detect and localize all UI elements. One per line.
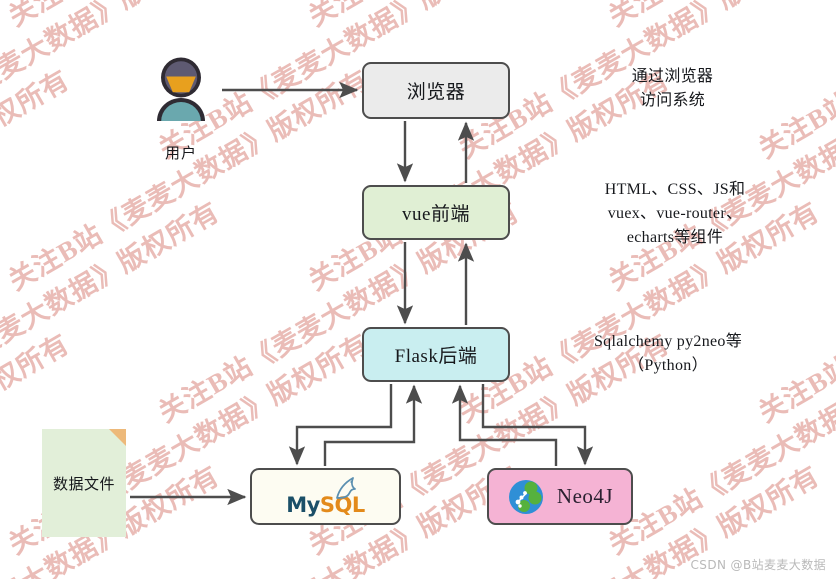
- node-mysql[interactable]: MySQL: [250, 468, 401, 525]
- node-vue-label: vue前端: [402, 204, 470, 225]
- csdn-watermark: CSDN @B站麦麦大数据: [690, 558, 826, 572]
- watermark-text: 关注B站《麦麦大数据》版权所有: [0, 196, 225, 429]
- node-data-file[interactable]: 数据文件: [42, 429, 126, 537]
- node-flask-backend[interactable]: Flask后端: [362, 327, 510, 382]
- node-neo4j[interactable]: Neo4J: [487, 468, 633, 525]
- watermark-text: 关注B站《麦麦大数据》版权所有: [0, 0, 375, 34]
- user-icon: [157, 57, 205, 121]
- node-browser-label: 浏览器: [406, 82, 466, 103]
- mysql-logo-my: My: [286, 493, 320, 517]
- user-label: 用户: [164, 146, 197, 162]
- folded-corner-icon: [109, 429, 126, 446]
- watermark-text: 关注B站《麦麦大数据》版权所有: [0, 0, 75, 34]
- node-flask-label: Flask后端: [394, 346, 478, 367]
- watermark-text: 关注B站《麦麦大数据》版权所有: [600, 0, 836, 34]
- annotation-flask: Sqlalchemy py2neo等 （Python）: [548, 330, 788, 378]
- node-data-file-label: 数据文件: [52, 476, 115, 493]
- annotation-browser-line-1: 通过浏览器: [631, 68, 714, 85]
- watermark-text: 关注B站《麦麦大数据》版权所有: [300, 0, 675, 34]
- annotation-flask-line-2: （Python）: [628, 357, 708, 374]
- annotation-flask-line-1: Sqlalchemy py2neo等: [593, 333, 743, 350]
- node-vue-frontend[interactable]: vue前端: [362, 185, 510, 240]
- mysql-dolphin-icon: [336, 477, 356, 499]
- annotation-browser-line-2: 访问系统: [639, 92, 706, 109]
- watermark-text: 关注B站《麦麦大数据》版权所有: [0, 64, 75, 297]
- neo4j-logo-icon: [508, 479, 543, 514]
- node-neo4j-label: Neo4J: [556, 484, 614, 508]
- annotation-browser: 通过浏览器 访问系统: [570, 65, 775, 113]
- user-actor: 用户: [146, 55, 216, 163]
- annotation-vue-line-3: echarts等组件: [626, 229, 724, 246]
- annotation-vue-line-2: vuex、vue-router、: [607, 205, 743, 222]
- annotation-vue-line-1: HTML、CSS、JS和: [604, 181, 746, 198]
- node-browser[interactable]: 浏览器: [362, 62, 510, 119]
- annotation-vue: HTML、CSS、JS和 vuex、vue-router、 echarts等组件: [555, 178, 795, 250]
